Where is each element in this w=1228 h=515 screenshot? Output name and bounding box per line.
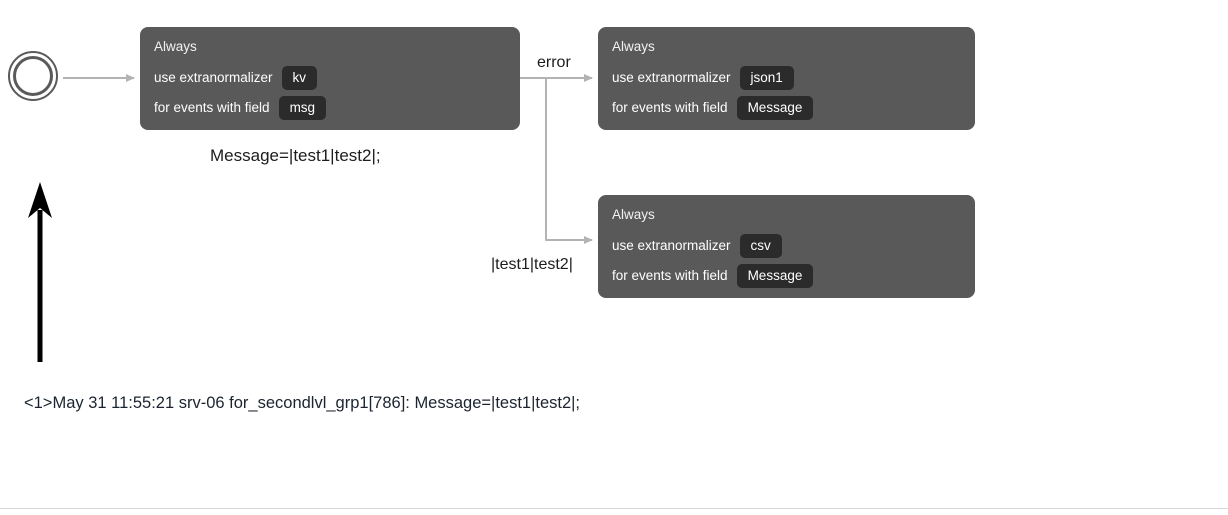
rule-row-badge[interactable]: json1 <box>739 66 794 90</box>
edge-label-branch-value: |test1|test2| <box>488 255 576 275</box>
rule-row-normalizer: use extranormalizer json1 <box>612 66 959 90</box>
source-ring-outer <box>8 51 58 101</box>
edge-kv-to-csv <box>545 79 593 244</box>
edge-label-error: error <box>534 53 574 73</box>
rule-row-normalizer: use extranormalizer kv <box>154 66 504 90</box>
bottom-divider <box>0 508 1228 509</box>
rule-row-field: for events with field Message <box>612 96 959 120</box>
rule-row-badge[interactable]: Message <box>736 96 814 120</box>
rule-row-label: for events with field <box>612 268 728 283</box>
rule-node-kv[interactable]: Always use extranormalizer kv for events… <box>140 27 520 130</box>
rule-row-label: use extranormalizer <box>154 70 273 85</box>
rule-title: Always <box>612 39 655 54</box>
rule-row-label: for events with field <box>154 100 270 115</box>
log-line: <1>May 31 11:55:21 srv-06 for_secondlvl_… <box>24 394 581 412</box>
rule-row-badge[interactable]: csv <box>739 234 782 258</box>
rule-row-label: use extranormalizer <box>612 238 731 253</box>
rule-row-badge[interactable]: Message <box>736 264 814 288</box>
rule-row-label: use extranormalizer <box>612 70 731 85</box>
rule-row-badge[interactable]: kv <box>281 66 318 90</box>
up-arrow-icon <box>28 182 52 362</box>
source-database-node[interactable] <box>8 51 62 105</box>
rule-row-normalizer: use extranormalizer csv <box>612 234 959 258</box>
rule-title: Always <box>612 207 655 222</box>
caption-node-kv-output: Message=|test1|test2|; <box>210 146 381 165</box>
rule-row-badge[interactable]: msg <box>278 96 327 120</box>
source-ring-inner <box>13 56 53 96</box>
rule-node-json1[interactable]: Always use extranormalizer json1 for eve… <box>598 27 975 130</box>
rule-row-field: for events with field Message <box>612 264 959 288</box>
database-icon <box>21 65 45 87</box>
rule-node-csv[interactable]: Always use extranormalizer csv for event… <box>598 195 975 298</box>
rule-title: Always <box>154 39 197 54</box>
rule-row-label: for events with field <box>612 100 728 115</box>
rule-row-field: for events with field msg <box>154 96 504 120</box>
